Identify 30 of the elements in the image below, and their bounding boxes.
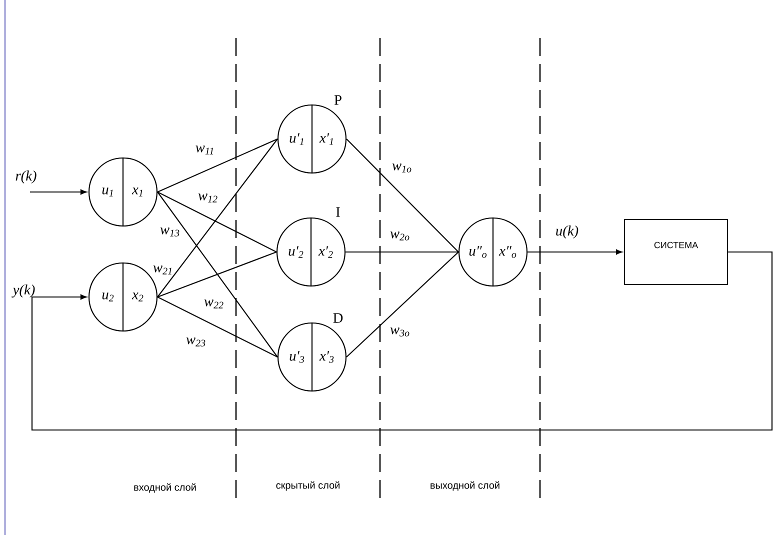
connector [157, 192, 278, 358]
connector [157, 138, 278, 192]
connector [157, 138, 278, 298]
edge-label: w$_{23}$ [186, 338, 206, 346]
neuron-label: D [333, 313, 343, 323]
layer-label: скрытый слой [276, 481, 340, 491]
connector [157, 296, 278, 358]
edge-label: r(k) [16, 170, 36, 184]
edge-label: w$_{22}$ [204, 300, 224, 308]
edge-label: w$_{3o}$ [390, 328, 410, 336]
edge-label: w$_{1o}$ [392, 164, 412, 172]
connector [157, 192, 277, 252]
layer-label: выходной слой [430, 481, 500, 491]
neuron-label: I [336, 207, 340, 217]
edge-label: w$_{2o}$ [390, 232, 410, 240]
connector [31, 251, 773, 431]
connector [346, 138, 459, 252]
edge-label: y(k) [12, 284, 35, 298]
connector [30, 189, 87, 195]
connector [346, 251, 458, 253]
connector [528, 249, 622, 255]
connector [157, 251, 277, 298]
edge-label: w$_{13}$ [160, 228, 180, 236]
edge-label: w$_{12}$ [198, 194, 218, 202]
edge-label: u(k) [556, 225, 578, 239]
edge-label: w$_{11}$ [196, 146, 214, 154]
connector [346, 252, 459, 358]
neuron-label: P [334, 95, 342, 105]
layer-label: входной слой [134, 483, 196, 493]
system-box: СИСТЕМА [624, 218, 728, 286]
